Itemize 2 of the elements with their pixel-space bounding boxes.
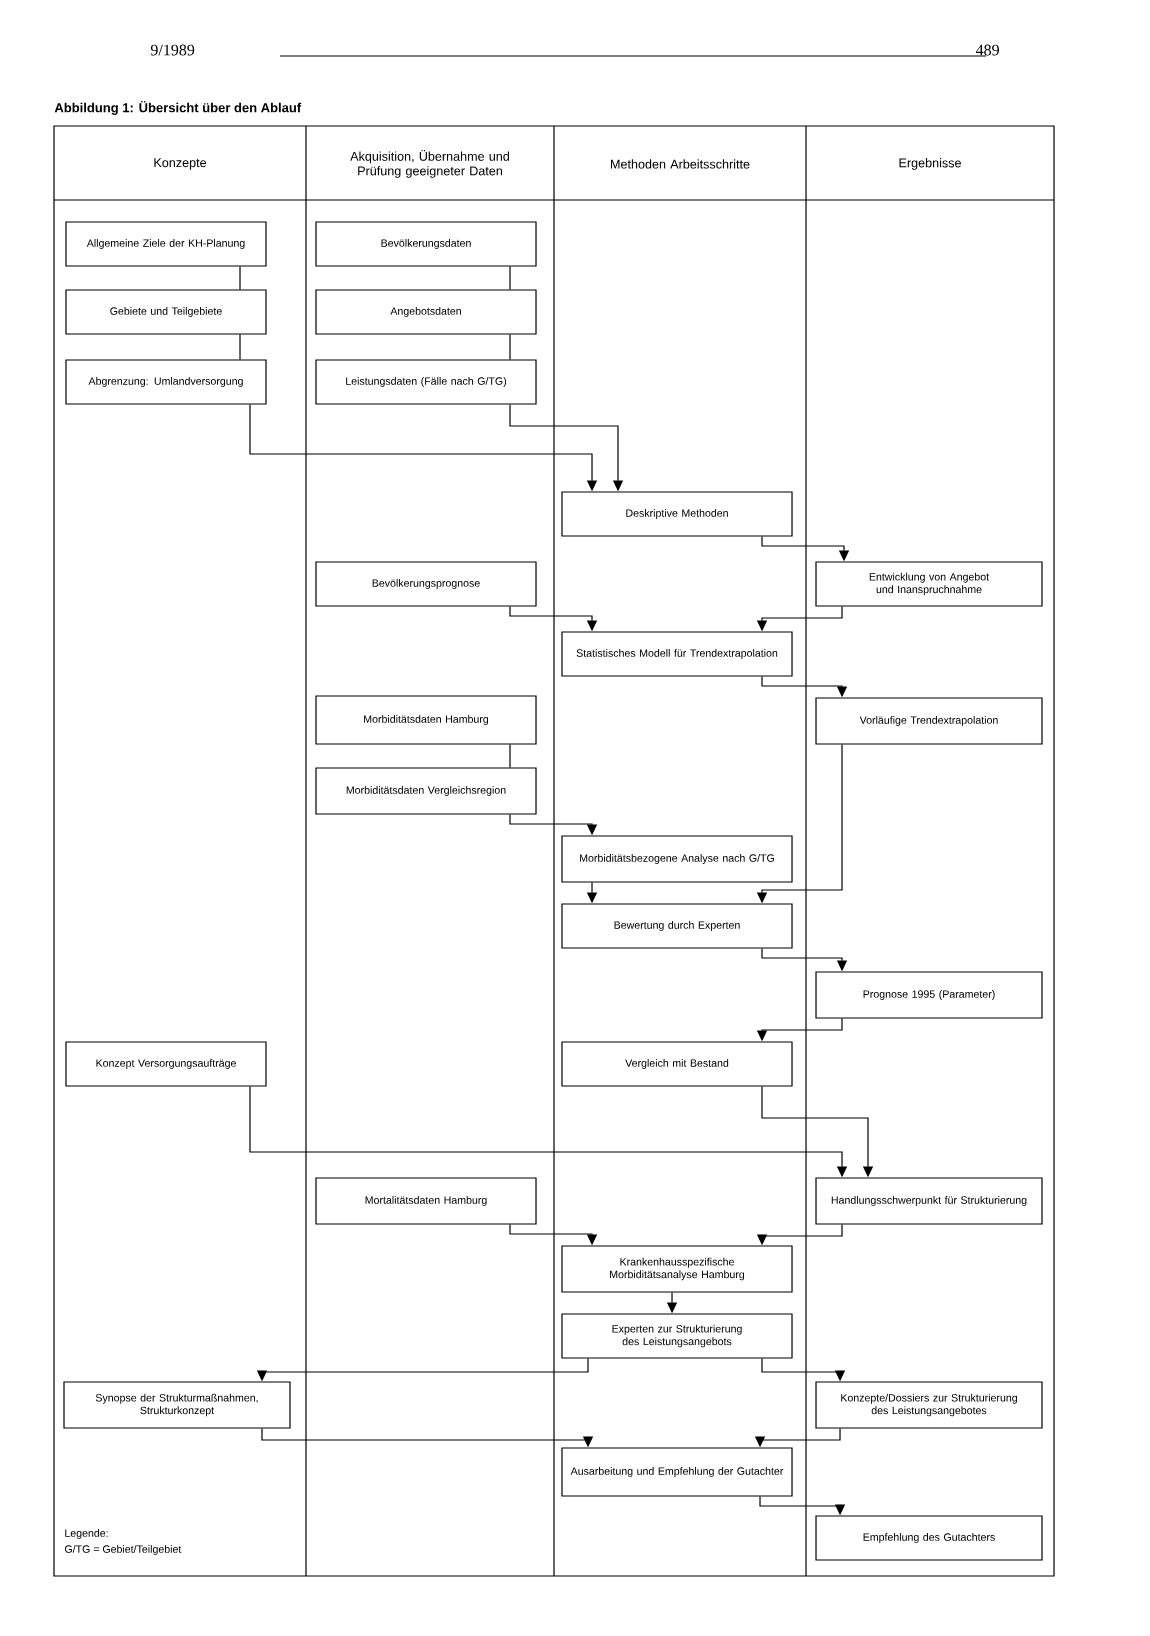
page-header: 489 <box>975 44 999 56</box>
page-header: 9/1989 <box>150 44 195 56</box>
